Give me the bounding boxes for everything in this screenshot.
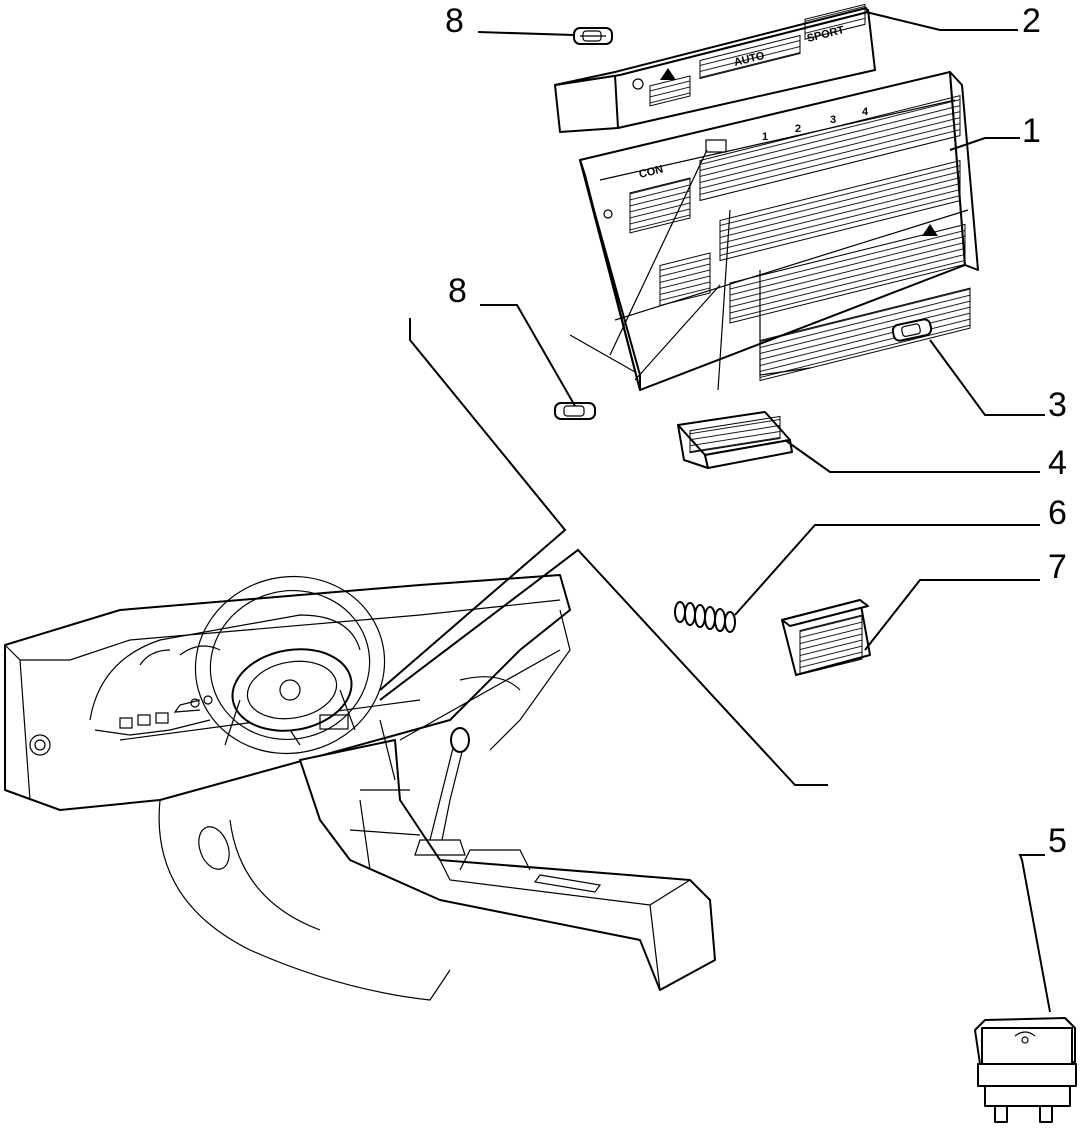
callout-4: 4 xyxy=(1048,444,1067,482)
dashboard-illustration xyxy=(4,574,716,1001)
callout-leaders xyxy=(477,11,1051,1013)
callout-numbers: 8 2 1 8 3 4 6 7 5 xyxy=(445,2,1067,860)
speed-1-label: 1 xyxy=(762,131,768,143)
panel-display-window xyxy=(705,139,727,153)
callout-7: 7 xyxy=(1048,548,1067,586)
callout-8-middle: 8 xyxy=(448,272,467,310)
con-label: CON xyxy=(638,163,665,181)
rear-defrost-icon xyxy=(632,78,644,90)
location-leader-lines xyxy=(379,318,828,786)
speed-3-label: 3 xyxy=(830,114,836,126)
speed-2-label: 2 xyxy=(795,123,801,135)
panel-hazard-icon xyxy=(922,224,938,236)
part-1-climate-panel: CON 1 2 3 4 xyxy=(579,71,979,391)
hazard-icon xyxy=(660,68,676,80)
part-2-control-strip: AUTO SPORT xyxy=(554,3,876,133)
speed-4-label: 4 xyxy=(862,106,869,118)
part-7-knob xyxy=(781,599,871,676)
callout-8-top: 8 xyxy=(445,2,464,40)
part-8-bulb-top xyxy=(573,27,613,45)
panel-location-leaders xyxy=(569,149,811,391)
callout-3: 3 xyxy=(1048,386,1067,424)
part-6-spring xyxy=(674,601,736,633)
part-4-knob xyxy=(677,411,793,469)
part-5-switch xyxy=(974,1017,1077,1123)
part-3-bulb xyxy=(891,318,933,342)
callout-2: 2 xyxy=(1022,2,1041,40)
callout-1: 1 xyxy=(1022,112,1041,150)
callout-5: 5 xyxy=(1048,822,1067,860)
callout-6: 6 xyxy=(1048,494,1067,532)
lamp-icon xyxy=(1021,1036,1029,1044)
